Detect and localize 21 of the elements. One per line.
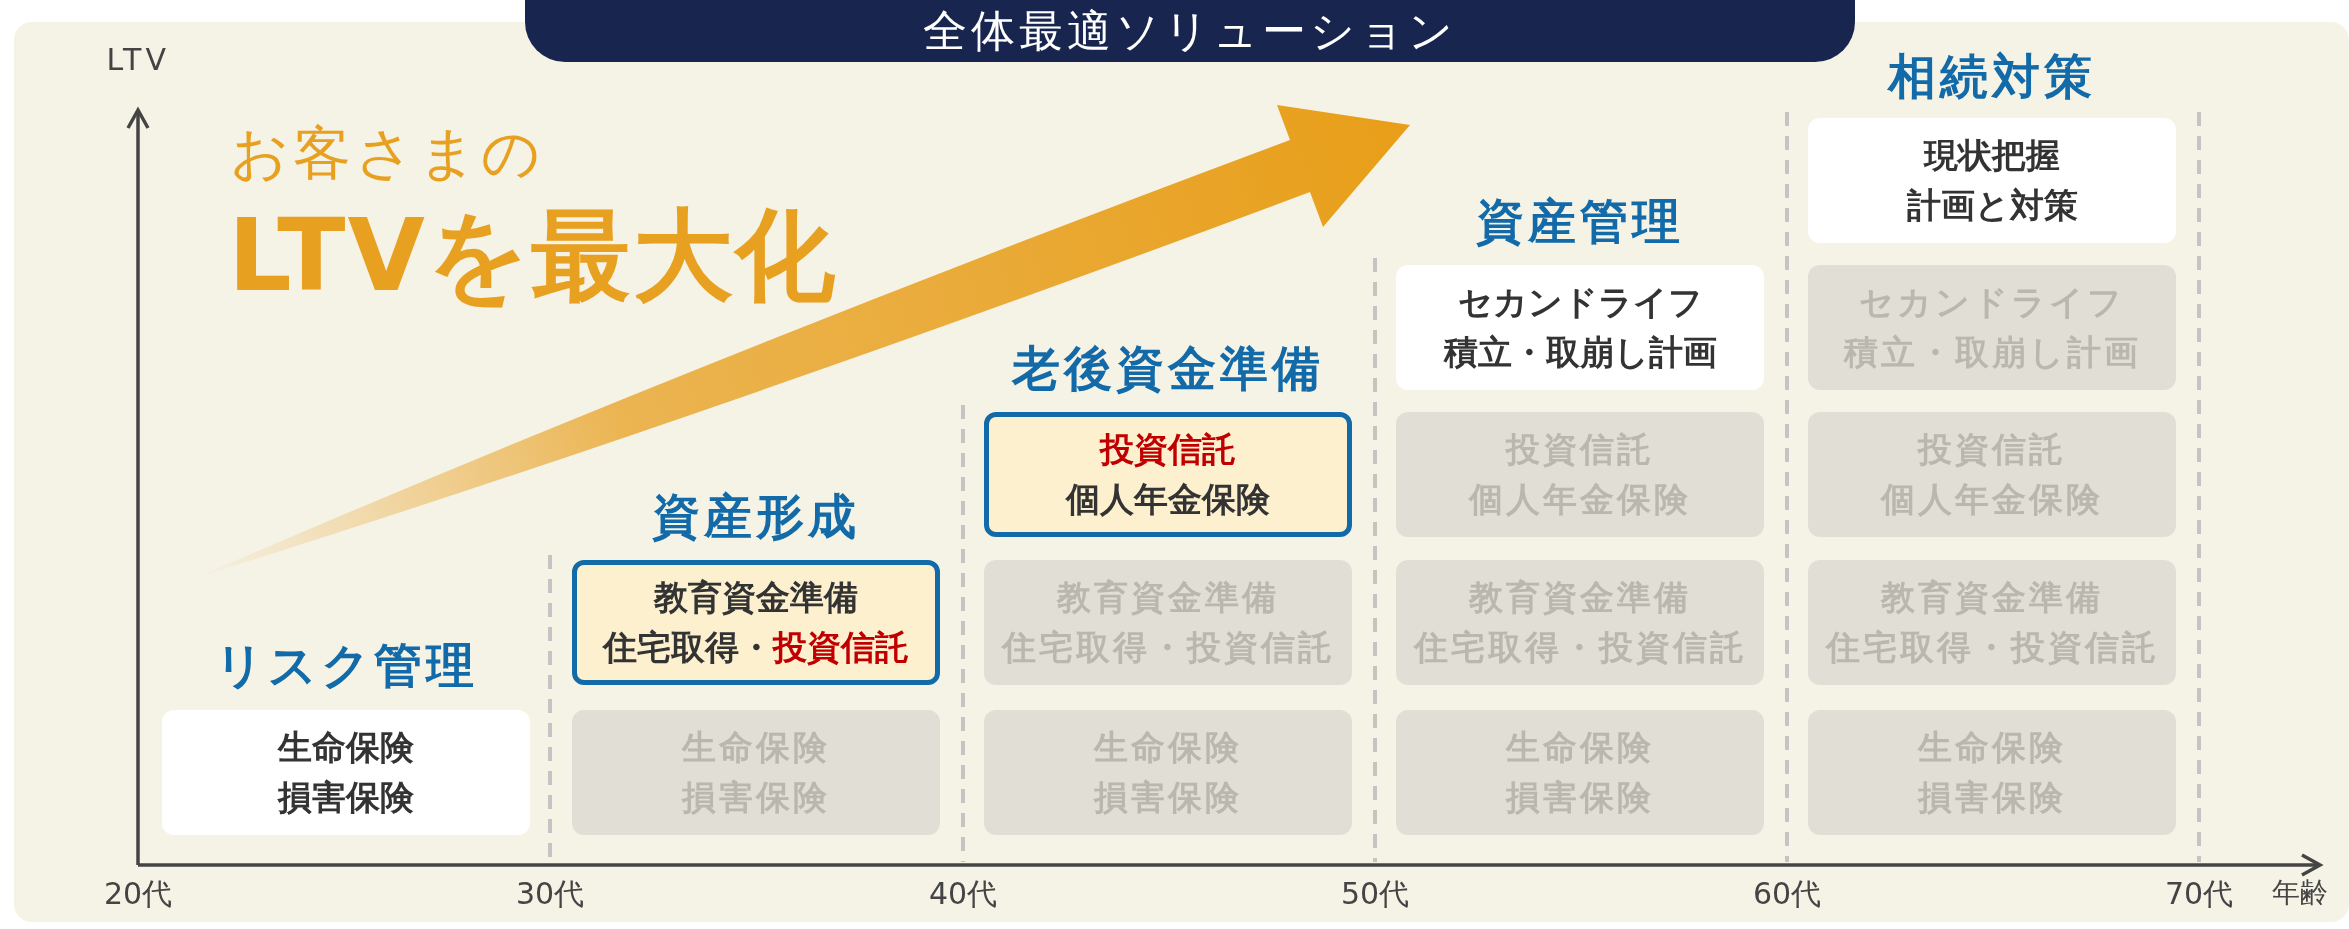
axis-tick-label: 50代	[1341, 875, 1410, 913]
plan-box: セカンドライフ 積立・取崩し計画	[1396, 265, 1764, 390]
axis-tick-label: 60代	[1753, 875, 1822, 913]
plan-box: 生命保険 損害保険	[162, 710, 530, 835]
axis-title: 年齢	[2272, 875, 2328, 911]
axis-tick-label: 20代	[104, 875, 173, 913]
stage-heading: 資産管理	[1476, 192, 1684, 251]
axis-title: LTV	[106, 42, 170, 77]
plan-box: 現状把握 計画と対策	[1808, 118, 2176, 243]
highlighted-plan-box: 教育資金準備 住宅取得・投資信託	[572, 560, 940, 685]
axis-tick-label: 70代	[2165, 875, 2234, 913]
stage-heading: 相続対策	[1888, 47, 2096, 106]
stage-heading: 老後資金準備	[1012, 339, 1324, 398]
slogan-text: お客さまの	[230, 118, 544, 189]
axis-tick-label: 40代	[929, 875, 998, 913]
stage-heading: 資産形成	[652, 487, 860, 546]
highlighted-plan-box: 投資信託 個人年金保険	[984, 412, 1352, 537]
axis-tick-label: 30代	[516, 875, 585, 913]
title-banner: 全体最適ソリューション	[525, 0, 1855, 62]
stage-heading: リスク管理	[214, 636, 478, 695]
slogan-heading: LTVを最大化	[228, 196, 837, 316]
